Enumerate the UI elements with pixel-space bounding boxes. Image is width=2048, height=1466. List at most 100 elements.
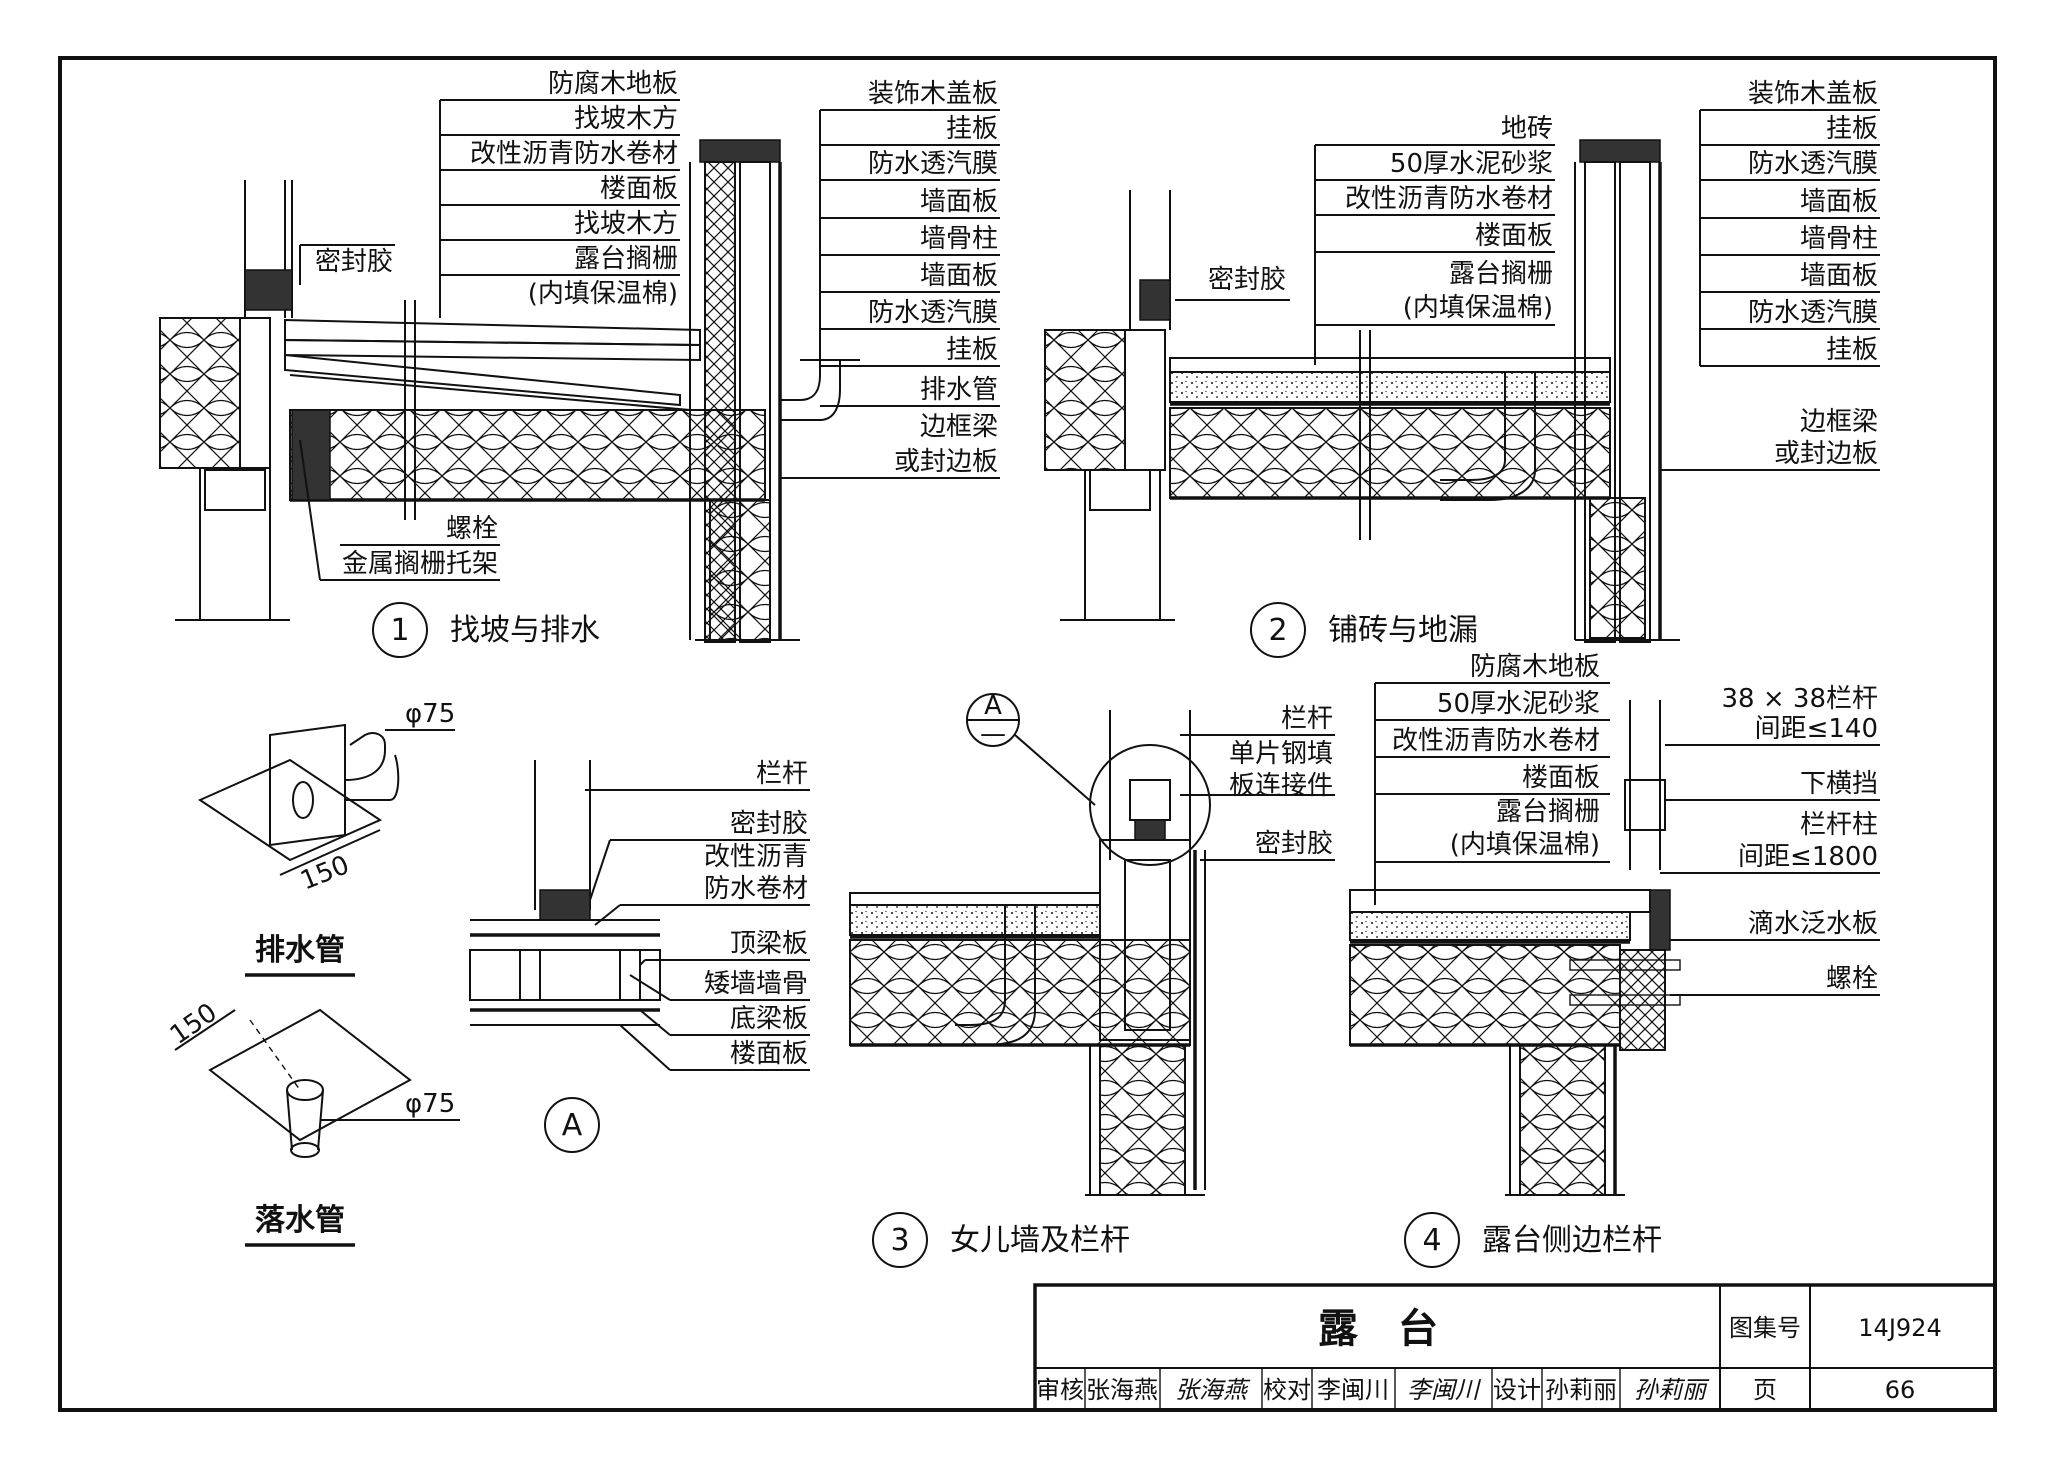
detail-1: 防腐木地板 找坡木方 改性沥青防水卷材 楼面板 找坡木方 露台搁栅 (内填保温棉…: [159, 69, 1000, 658]
tb-review-label: 审核: [1036, 1376, 1084, 1404]
d4-label-left-3: 楼面板: [1522, 763, 1600, 793]
d1-label-right-4: 墙骨柱: [920, 224, 998, 254]
tb-atlas-no: 14J924: [1858, 1314, 1941, 1342]
sheet-border: [58, 56, 1997, 1412]
detail-a: 栏杆 密封胶 改性沥青 防水卷材 顶梁板 矮墙墙骨 底梁板 楼面板 A: [469, 759, 810, 1153]
d4-label-right-3: 栏杆柱: [1800, 810, 1878, 840]
d2-number-circle: [1250, 602, 1306, 658]
d2-label-right-7: 挂板: [1826, 335, 1878, 365]
tb-page-no: 66: [1885, 1376, 1916, 1404]
d3-label-1: 单片钢填: [1229, 739, 1333, 769]
d2-label-left-0: 密封胶: [1208, 265, 1286, 295]
tb-page-label: 页: [1753, 1376, 1777, 1404]
da-marker-circle: [544, 1097, 600, 1153]
d1-label-left-0: 密封胶: [315, 247, 393, 277]
tb-checker-sig: 李闽川: [1407, 1376, 1482, 1404]
tb-title: 露 台: [1318, 1306, 1438, 1352]
d4-label-left-2: 改性沥青防水卷材: [1392, 726, 1600, 756]
d1-label-right-1: 挂板: [946, 114, 998, 144]
da-marker: A: [562, 1108, 583, 1143]
d3-label-3: 密封胶: [1255, 829, 1333, 859]
d1-label-top-1: 找坡木方: [574, 104, 678, 134]
d1-label-right-7: 挂板: [946, 335, 998, 365]
d4-number-circle: [1404, 1212, 1460, 1268]
d1-number: 1: [390, 613, 409, 648]
detail-3: A — 栏杆 单片钢填 板连接件 密封胶: [849, 691, 1335, 1268]
d3-number: 3: [890, 1223, 909, 1258]
da-label-1: 密封胶: [730, 809, 808, 839]
d1-label-top-0: 防腐木地板: [548, 69, 678, 99]
d4-label-right-0: 38 × 38栏杆: [1722, 684, 1878, 714]
da-label-0: 栏杆: [756, 759, 808, 789]
tb-designer: 孙莉丽: [1545, 1376, 1617, 1404]
d2-label-top-4: 露台搁栅: [1449, 259, 1553, 289]
d4-label-left-4: 露台搁栅: [1496, 797, 1600, 827]
tb-design-label: 设计: [1493, 1376, 1541, 1404]
d2-label-right-2: 防水透汽膜: [1748, 149, 1878, 179]
d3-label-0: 栏杆: [1281, 704, 1333, 734]
da-label-6: 底梁板: [730, 1004, 808, 1034]
d4-number: 4: [1422, 1223, 1441, 1258]
d1-number-circle: [372, 602, 428, 658]
da-label-2: 改性沥青: [704, 842, 808, 872]
drain-pipe-iso: φ75 150 排水管: [197, 699, 455, 977]
d2-label-right-5: 墙面板: [1800, 261, 1878, 291]
drain-pipe-dia: φ75: [405, 699, 455, 729]
downpipe-dim: 150: [165, 998, 223, 1051]
d2-title: 铺砖与地漏: [1328, 613, 1478, 648]
d1-label-right-10: 或封边板: [894, 447, 998, 477]
d3-label-2: 板连接件: [1229, 771, 1333, 801]
d4-label-right-5: 滴水泛水板: [1748, 909, 1878, 939]
d2-label-right-4: 墙骨柱: [1800, 224, 1878, 254]
detail-2: 密封胶 地砖 50厚水泥砂浆 改性沥青防水卷材 楼面板 露台搁栅 (内填保温棉)…: [1044, 79, 1880, 658]
d1-label-top-6: (内填保温棉): [528, 279, 678, 309]
d3-title: 女儿墙及栏杆: [950, 1223, 1130, 1258]
tb-designer-sig: 孙莉丽: [1634, 1376, 1710, 1404]
d2-label-right-9: 或封边板: [1774, 439, 1878, 469]
d1-label-right-0: 装饰木盖板: [868, 79, 998, 109]
da-label-7: 楼面板: [730, 1039, 808, 1069]
d4-label-left-5: (内填保温棉): [1450, 830, 1600, 860]
downpipe-dia: φ75: [405, 1089, 455, 1119]
drain-pipe-dim: 150: [296, 850, 353, 896]
d1-label-right-8: 排水管: [920, 375, 998, 405]
d1-label-right-2: 防水透汽膜: [868, 149, 998, 179]
d1-label-top-4: 找坡木方: [574, 209, 678, 239]
d1-label-right-5: 墙面板: [920, 261, 998, 291]
d3-section-mark-bottom: —: [980, 719, 1006, 749]
da-label-5: 矮墙墙骨: [704, 969, 808, 999]
d1-label-right-3: 墙面板: [920, 187, 998, 217]
tb-check-label: 校对: [1263, 1376, 1311, 1404]
d1-label-right-6: 防水透汽膜: [868, 298, 998, 328]
drain-pipe-title: 排水管: [255, 933, 345, 968]
d1-label-top-2: 改性沥青防水卷材: [470, 139, 678, 169]
d2-label-right-0: 装饰木盖板: [1748, 79, 1878, 109]
d2-label-right-3: 墙面板: [1800, 187, 1878, 217]
tb-reviewer-sig: 张海燕: [1175, 1376, 1251, 1404]
d4-title: 露台侧边栏杆: [1482, 1223, 1662, 1258]
d2-label-top-2: 改性沥青防水卷材: [1345, 184, 1553, 214]
da-label-3: 防水卷材: [704, 874, 808, 904]
d4-label-right-4: 间距≤1800: [1738, 842, 1878, 872]
d2-label-right-6: 防水透汽膜: [1748, 298, 1878, 328]
tb-reviewer: 张海燕: [1086, 1376, 1158, 1404]
d1-label-top-3: 楼面板: [600, 174, 678, 204]
d2-label-top-0: 地砖: [1501, 114, 1553, 144]
d1-label-left-2: 金属搁栅托架: [342, 549, 498, 579]
d2-label-top-3: 楼面板: [1475, 221, 1553, 251]
d1-label-right-9: 边框梁: [920, 412, 998, 442]
d4-label-right-6: 螺栓: [1826, 964, 1878, 994]
d3-number-circle: [872, 1212, 928, 1268]
title-block: 露 台 图集号 14J924 页 66 审核 张海燕 张海燕 校对 李闽川 李闽…: [1033, 1283, 1997, 1412]
d4-label-right-1: 间距≤140: [1755, 714, 1878, 744]
da-label-4: 顶梁板: [730, 929, 808, 959]
d1-title: 找坡与排水: [450, 613, 600, 648]
d4-label-left-1: 50厚水泥砂浆: [1437, 689, 1600, 719]
d1-label-top-5: 露台搁栅: [574, 244, 678, 274]
d4-label-right-2: 下横挡: [1800, 769, 1878, 799]
d2-label-top-5: (内填保温棉): [1403, 293, 1553, 323]
tb-atlas-label: 图集号: [1729, 1314, 1801, 1342]
d2-label-top-1: 50厚水泥砂浆: [1390, 149, 1553, 179]
tb-checker: 李闽川: [1317, 1376, 1389, 1404]
downpipe-iso: 150 φ75 落水管: [165, 998, 460, 1247]
